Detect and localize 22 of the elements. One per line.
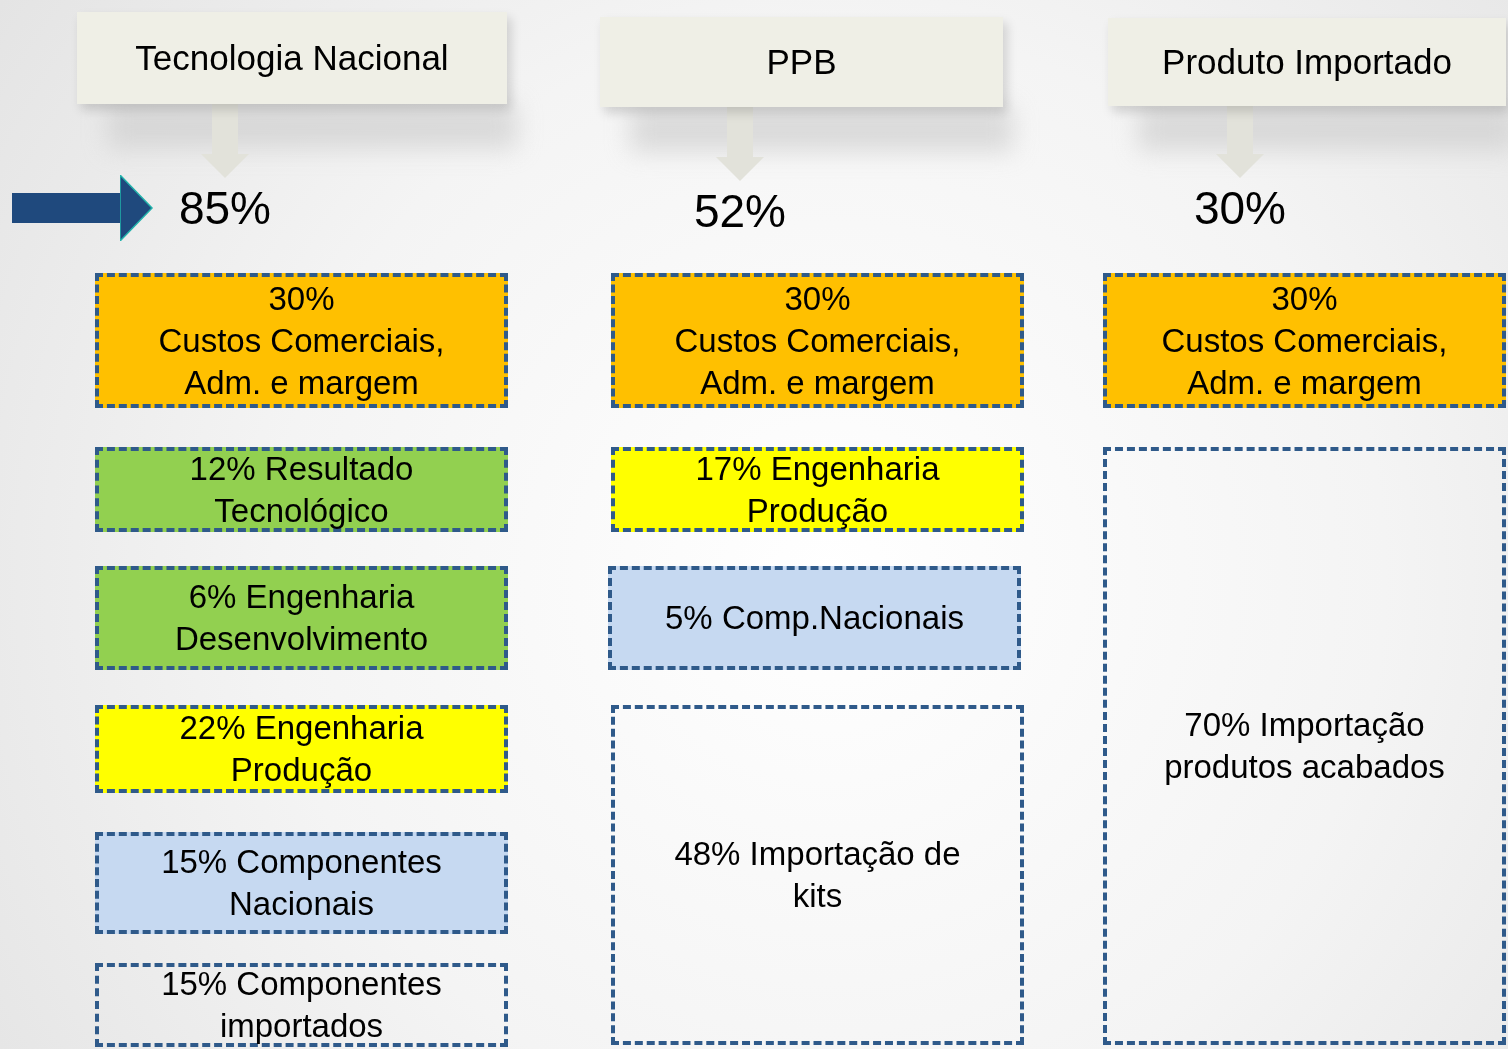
dashed-box: 17% Engenharia Produção bbox=[611, 447, 1024, 532]
header-callout: Produto Importado bbox=[1108, 18, 1506, 106]
block-arrow bbox=[1216, 106, 1264, 178]
dashed-box: 48% Importação de kits bbox=[611, 705, 1024, 1045]
header-callout: Tecnologia Nacional bbox=[77, 12, 507, 104]
dashed-box: 22% Engenharia Produção bbox=[95, 705, 508, 793]
dashed-box: 6% Engenharia Desenvolvimento bbox=[95, 566, 508, 670]
percentage-label: 52% bbox=[675, 185, 805, 237]
block-arrow bbox=[201, 104, 249, 178]
dashed-box: 12% Resultado Tecnológico bbox=[95, 447, 508, 532]
header-callout: PPB bbox=[600, 17, 1003, 107]
block-arrow bbox=[716, 107, 764, 181]
dashed-box: 15% Componentes Nacionais bbox=[95, 832, 508, 934]
percentage-label: 30% bbox=[1175, 182, 1305, 234]
dashed-box: 30% Custos Comerciais, Adm. e margem bbox=[1103, 273, 1506, 408]
dashed-box: 70% Importação produtos acabados bbox=[1103, 447, 1506, 1045]
dashed-box: 15% Componentes importados bbox=[95, 963, 508, 1047]
dashed-box: 30% Custos Comerciais, Adm. e margem bbox=[95, 273, 508, 408]
dashed-box: 5% Comp.Nacionais bbox=[608, 566, 1021, 670]
percentage-label: 85% bbox=[160, 182, 290, 234]
dashed-box: 30% Custos Comerciais, Adm. e margem bbox=[611, 273, 1024, 408]
arrow bbox=[12, 174, 153, 242]
